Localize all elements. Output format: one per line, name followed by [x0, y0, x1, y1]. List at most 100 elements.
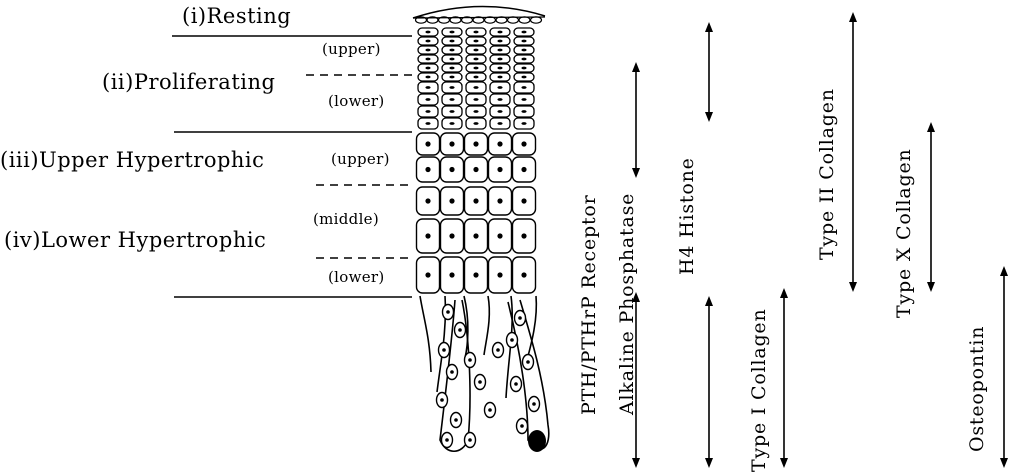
cell-nucleus	[497, 166, 503, 173]
cell-nucleus	[449, 98, 455, 101]
cell-nucleus	[521, 166, 527, 173]
cell-nucleus	[521, 57, 527, 61]
arrow-alkaline-phosphatase-upper-head-bottom	[632, 168, 640, 178]
subzone-label-proliferating-lower: (lower)	[328, 92, 385, 110]
cell-nucleus	[473, 86, 479, 89]
cell-nucleus	[497, 141, 503, 147]
cell-nucleus	[449, 48, 455, 52]
cell-nucleus	[521, 198, 527, 204]
arrow-type-x-collagen-head-top	[927, 122, 935, 132]
cell-nucleus	[449, 66, 455, 70]
cell-nucleus	[425, 48, 431, 52]
subzone-label-upper-hypertrophic-upper: (upper)	[331, 150, 390, 168]
cell-nucleus	[425, 39, 431, 43]
cell-nucleus	[425, 110, 431, 113]
cell-nucleus	[518, 316, 522, 320]
cell-nucleus	[425, 57, 431, 61]
cell-nucleus	[449, 272, 455, 278]
cell-nucleus	[497, 48, 503, 52]
cell-nucleus	[425, 141, 431, 147]
cell-nucleus	[521, 272, 527, 278]
cell-nucleus	[425, 166, 431, 173]
cell-nucleus	[521, 39, 527, 43]
resting-cap-outline	[412, 5, 546, 19]
cell-nucleus	[468, 358, 472, 362]
cell-nucleus	[473, 39, 479, 43]
cell-nucleus	[449, 198, 455, 204]
cell-nucleus	[521, 86, 527, 89]
cell-nucleus	[473, 30, 479, 34]
cell-nucleus	[478, 380, 482, 384]
arrow-osteopontin-head-bottom	[1000, 458, 1008, 468]
cell-nucleus	[497, 39, 503, 43]
cell-nucleus	[520, 424, 524, 428]
cell-nucleus	[445, 438, 449, 442]
cell-nucleus	[450, 370, 454, 374]
cell-nucleus	[425, 233, 431, 239]
marker-label-osteopontin: Osteopontin	[966, 325, 988, 452]
trabecular-spike	[419, 295, 432, 373]
cell-nucleus	[473, 233, 479, 239]
cell-nucleus	[473, 122, 479, 125]
cell-nucleus	[468, 438, 472, 442]
cell-nucleus	[425, 122, 431, 125]
cell-nucleus	[473, 66, 479, 70]
cell-nucleus	[521, 48, 527, 52]
arrow-type-ii-collagen-head-bottom	[849, 282, 857, 292]
cell-nucleus	[497, 272, 503, 278]
cell-nucleus	[473, 141, 479, 147]
cell-nucleus	[496, 348, 500, 352]
arrow-type-ii-collagen-head-top	[849, 12, 857, 22]
vascular-invasion	[507, 299, 550, 451]
cell-nucleus	[449, 233, 455, 239]
trabecular-spike	[483, 295, 491, 356]
cell-nucleus	[497, 66, 503, 70]
cell-nucleus	[510, 338, 514, 342]
cell-nucleus	[497, 75, 503, 79]
cell-nucleus	[526, 360, 530, 364]
subzone-label-proliferating-upper: (upper)	[322, 40, 381, 58]
subzone-label-lower-hypertrophic-middle: (middle)	[313, 210, 380, 228]
cell-nucleus	[521, 75, 527, 79]
arrow-osteopontin-head-top	[1000, 266, 1008, 276]
subzone-label-lower-hypertrophic-lower: (lower)	[328, 268, 385, 286]
arrow-h4-histone-upper-head-bottom	[705, 112, 713, 122]
zone-label-upper-hypertrophic: (iii)Upper Hypertrophic	[0, 148, 265, 172]
marker-label-alkaline-phosphatase: Alkaline Phosphatase	[616, 192, 638, 415]
cell-nucleus	[521, 66, 527, 70]
cell-nucleus	[449, 86, 455, 89]
arrow-alkaline-phosphatase-lower-head-top	[632, 292, 640, 302]
cell-nucleus	[425, 75, 431, 79]
cell-nucleus	[473, 48, 479, 52]
zone-label-proliferating: (ii)Proliferating	[102, 70, 276, 94]
cell-nucleus	[473, 75, 479, 79]
cell-nucleus	[497, 233, 503, 239]
cell-nucleus	[449, 57, 455, 61]
arrow-type-x-collagen-head-bottom	[927, 282, 935, 292]
cell-nucleus	[449, 39, 455, 43]
cell-nucleus	[521, 30, 527, 34]
cell-nucleus	[425, 86, 431, 89]
arrow-h4-histone-lower-head-bottom	[705, 458, 713, 468]
marker-label-type-ii-collagen: Type II Collagen	[816, 88, 838, 260]
cell-nucleus	[473, 166, 479, 173]
cell-nucleus	[497, 57, 503, 61]
arrow-h4-histone-upper-head-top	[705, 22, 713, 32]
arrow-h4-histone-lower-head-top	[705, 296, 713, 306]
cell-nucleus	[488, 408, 492, 412]
cell-nucleus	[449, 110, 455, 113]
cell-nucleus	[425, 198, 431, 204]
cell-nucleus	[440, 398, 444, 402]
zone-label-resting: (i)Resting	[182, 4, 292, 28]
cell-nucleus	[473, 98, 479, 101]
cell-nucleus	[521, 233, 527, 239]
cell-nucleus	[449, 122, 455, 125]
arrow-type-i-collagen-head-top	[780, 288, 788, 298]
arrow-alkaline-phosphatase-lower-head-bottom	[632, 458, 640, 468]
cell-nucleus	[425, 98, 431, 101]
cell-nucleus	[442, 348, 446, 352]
cell-nucleus	[521, 110, 527, 113]
cell-nucleus	[449, 75, 455, 79]
zone-label-lower-hypertrophic: (iv)Lower Hypertrophic	[4, 228, 267, 252]
